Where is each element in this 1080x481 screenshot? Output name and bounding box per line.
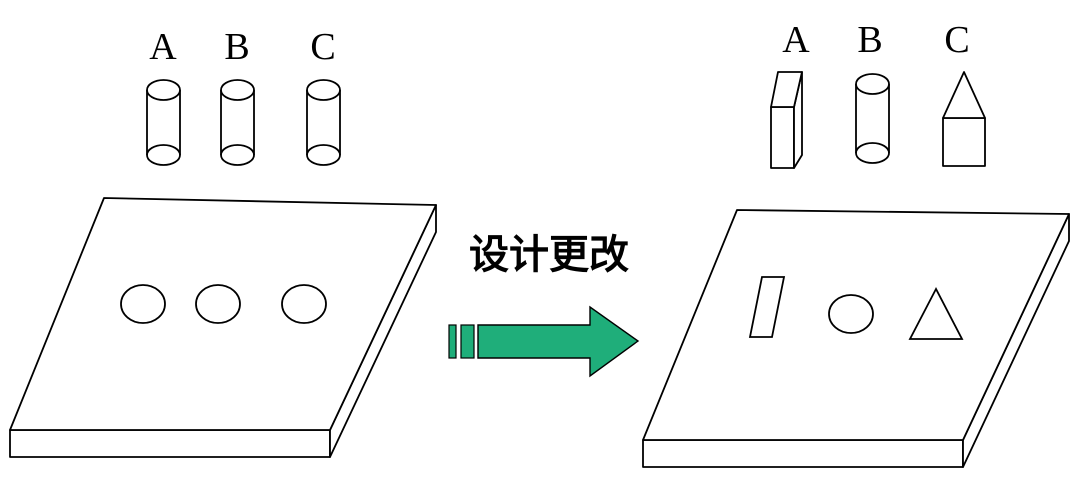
before-cylinder-c bbox=[306, 79, 341, 166]
after-label-a: A bbox=[782, 19, 810, 61]
after-hole-a bbox=[748, 276, 786, 338]
design-change-caption: 设计更改 bbox=[469, 232, 629, 278]
arrow-body bbox=[477, 305, 640, 378]
right-arrow-icon bbox=[448, 305, 640, 378]
after-prism-a bbox=[770, 71, 803, 169]
after-group: A B C bbox=[642, 19, 1070, 468]
after-hole-c bbox=[908, 287, 964, 340]
before-hole-c bbox=[281, 284, 327, 324]
before-label-c: C bbox=[310, 26, 335, 68]
before-label-b: B bbox=[224, 26, 249, 68]
arrow-tail-bar-2 bbox=[460, 324, 475, 359]
after-label-c: C bbox=[944, 19, 969, 61]
after-prism-c bbox=[942, 71, 986, 167]
before-hole-b bbox=[195, 284, 241, 324]
before-label-a: A bbox=[149, 26, 177, 68]
after-label-b: B bbox=[857, 19, 882, 61]
after-cylinder-b bbox=[855, 73, 890, 164]
before-cylinder-a bbox=[146, 79, 181, 166]
after-hole-b bbox=[828, 294, 874, 334]
before-cylinder-b bbox=[220, 79, 255, 166]
before-hole-a bbox=[120, 284, 166, 324]
arrow-tail-bar-1 bbox=[448, 324, 457, 359]
before-group: A B C bbox=[9, 26, 437, 458]
before-plate bbox=[9, 197, 437, 458]
after-plate bbox=[642, 209, 1070, 468]
